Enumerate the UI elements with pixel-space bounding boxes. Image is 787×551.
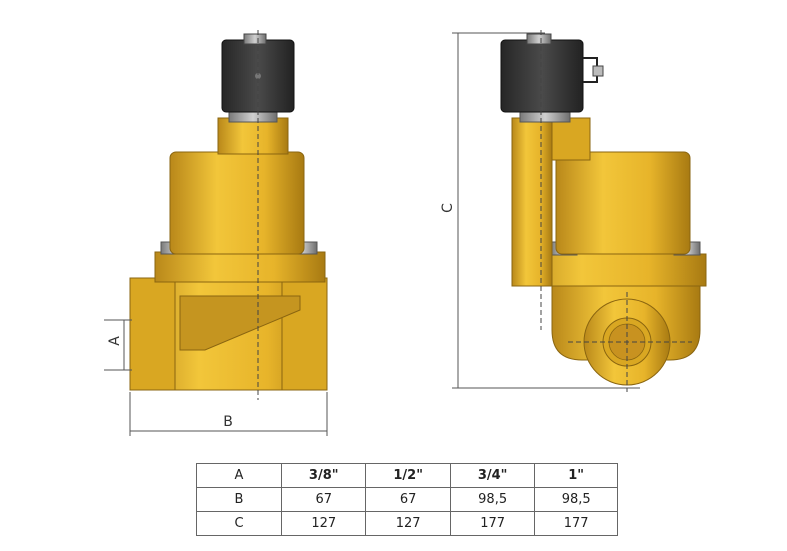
row-key: B [196, 487, 282, 512]
side-coil-cap [526, 33, 552, 45]
side-coil [500, 39, 584, 113]
front-stem [217, 117, 289, 155]
front-flange [154, 251, 326, 283]
table-cell: 98,5 [534, 487, 618, 512]
front-bonnet [169, 151, 305, 255]
table-row-b: B 67 67 98,5 98,5 [196, 487, 618, 512]
side-bonnet [555, 151, 691, 255]
dimension-a [104, 319, 132, 371]
row-key: C [196, 511, 282, 536]
front-coil-screw [255, 73, 261, 79]
table-row-c: C 127 127 177 177 [196, 511, 618, 536]
front-port-right [281, 277, 328, 391]
table-row-a: A 3/8" 1/2" 3/4" 1" [196, 463, 618, 488]
table-cell: 1/2" [365, 463, 451, 488]
table-cell: 127 [280, 511, 367, 536]
dim-label-c: C [440, 203, 456, 213]
side-stem [511, 117, 553, 287]
front-view [129, 30, 328, 400]
dim-label-a: A [107, 336, 123, 346]
table-cell: 177 [449, 511, 536, 536]
side-view [500, 30, 707, 392]
table-cell: 177 [534, 511, 618, 536]
table-cell: 3/4" [449, 463, 536, 488]
dimension-c [452, 32, 640, 389]
front-inner-ramp [179, 295, 301, 351]
front-port-left [129, 277, 176, 391]
table-cell: 1" [534, 463, 618, 488]
table-cell: 3/8" [280, 463, 367, 488]
table-cell: 67 [365, 487, 451, 512]
table-cell: 127 [365, 511, 451, 536]
dim-label-b: B [223, 414, 233, 430]
front-coil-cap [243, 33, 267, 45]
valve-drawing: A B [104, 30, 707, 436]
table-cell: 67 [280, 487, 367, 512]
dimension-b [129, 392, 328, 436]
row-key: A [196, 463, 282, 488]
dimension-table: A 3/8" 1/2" 3/4" 1" B 67 67 98,5 98,5 C … [196, 463, 618, 536]
table-cell: 98,5 [449, 487, 536, 512]
side-stem-bracket [551, 117, 591, 161]
